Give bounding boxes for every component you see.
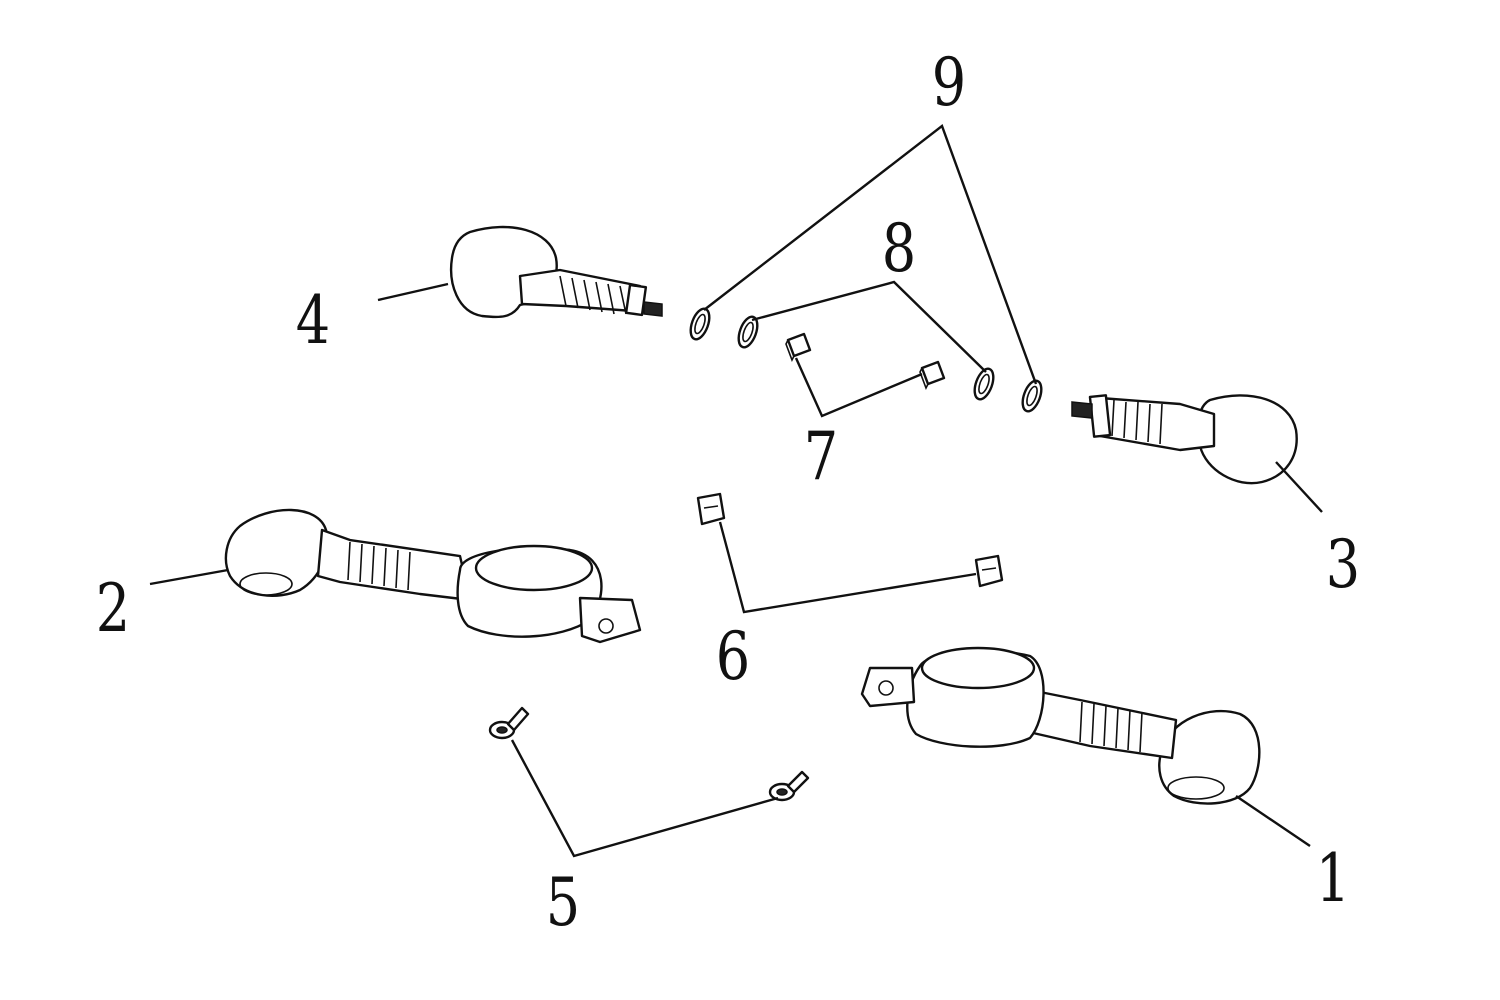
callout-7: 7	[803, 418, 839, 495]
callout-4: 4	[295, 282, 331, 359]
part-6-clip-nut-right	[974, 554, 1004, 588]
part-4-turn-signal-upper-left	[449, 225, 663, 319]
part-8-washer-right	[973, 367, 995, 401]
leader-line-5	[510, 739, 779, 858]
part-5-screw-right	[768, 770, 810, 802]
part-6-clip-nut-left	[696, 492, 726, 526]
part-4-spring-coil	[559, 275, 627, 315]
leader-line-8	[751, 280, 987, 373]
part-5-screw-left	[488, 706, 530, 740]
part-2-turn-signal-bracket-left	[224, 508, 642, 644]
leader-line-6	[718, 521, 977, 614]
leader-line-4	[377, 282, 449, 302]
part-3-turn-signal-upper-right	[1071, 394, 1298, 485]
leader-line-3	[1275, 461, 1323, 513]
callout-1: 1	[1315, 840, 1351, 917]
callout-6: 6	[715, 618, 751, 695]
part-1-spring-coil	[1079, 701, 1143, 753]
leader-line-1	[1235, 795, 1311, 847]
callout-9: 9	[931, 44, 967, 121]
part-7-nut-left	[785, 332, 812, 362]
callout-2: 2	[95, 570, 131, 647]
part-9-ring-right	[1021, 379, 1043, 413]
part-2-spring-coil	[347, 541, 411, 591]
leader-line-7	[794, 357, 923, 418]
callout-5: 5	[545, 864, 581, 941]
part-7-nut-right	[919, 360, 946, 390]
callout-8: 8	[881, 210, 917, 287]
part-9-ring-left	[689, 307, 711, 341]
part-8-washer-left	[737, 315, 759, 349]
callout-3: 3	[1325, 526, 1361, 603]
leader-line-2	[149, 568, 229, 586]
part-1-turn-signal-bracket-right	[860, 646, 1261, 805]
part-3-spring-coil	[1111, 399, 1163, 445]
leader-line-9	[703, 124, 1038, 385]
